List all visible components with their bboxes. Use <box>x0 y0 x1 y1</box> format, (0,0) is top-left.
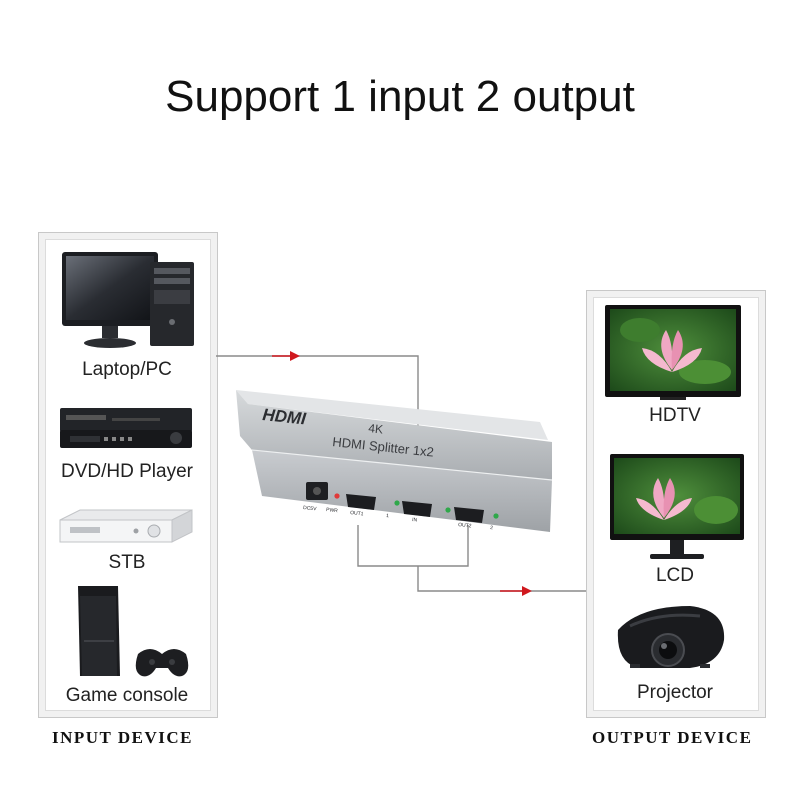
in-port <box>402 501 432 517</box>
input-arrow-icon <box>272 351 300 361</box>
hdtv-icon <box>605 305 741 400</box>
output-device-label-projector: Projector <box>636 682 714 703</box>
game-console-icon <box>78 586 189 677</box>
splitter-brand: HDMI <box>262 405 308 429</box>
port-label-pwr: PWR <box>326 507 339 514</box>
port-label-in: IN <box>412 517 418 524</box>
output-device-label-lcd: LCD <box>655 565 694 586</box>
port-label-1: 1 <box>386 513 390 519</box>
input-device-label-laptop: Laptop/PC <box>82 359 172 380</box>
projector-icon <box>617 606 725 668</box>
input-device-label-console: Game console <box>65 685 189 706</box>
port-label-2: 2 <box>490 525 494 531</box>
input-device-label-dvd: DVD/HD Player <box>61 461 193 482</box>
out1-signal-line <box>357 525 469 567</box>
input-device-caption: INPUT DEVICE <box>52 728 193 747</box>
out1-led <box>394 500 400 506</box>
port-label-out1: OUT1 <box>350 510 364 517</box>
port-label-dc5v: DC5V <box>303 505 318 512</box>
output-signal-line <box>417 566 586 592</box>
in-led <box>445 507 451 513</box>
output-device-label-hdtv: HDTV <box>649 405 701 426</box>
hdmi-splitter-device: HDMI 4K HDMI Splitter 1x2 DC5V PWR OUT1 … <box>236 390 553 532</box>
signal-arrows <box>272 351 532 596</box>
out2-port <box>454 507 484 523</box>
page-title: Support 1 input 2 output <box>165 72 635 121</box>
set-top-box-icon <box>59 509 193 543</box>
splitter-resolution: 4K <box>368 421 384 436</box>
input-device-label-stb: STB <box>108 552 146 573</box>
lcd-monitor-icon <box>610 454 744 559</box>
power-led <box>334 493 340 499</box>
out1-port <box>346 494 376 510</box>
port-label-out2: OUT2 <box>458 522 472 529</box>
dvd-player-icon <box>60 408 192 448</box>
output-device-caption: OUTPUT DEVICE <box>592 728 753 747</box>
desktop-pc-icon <box>62 252 194 348</box>
out2-led <box>493 513 499 519</box>
output-arrow-icon <box>500 586 532 596</box>
